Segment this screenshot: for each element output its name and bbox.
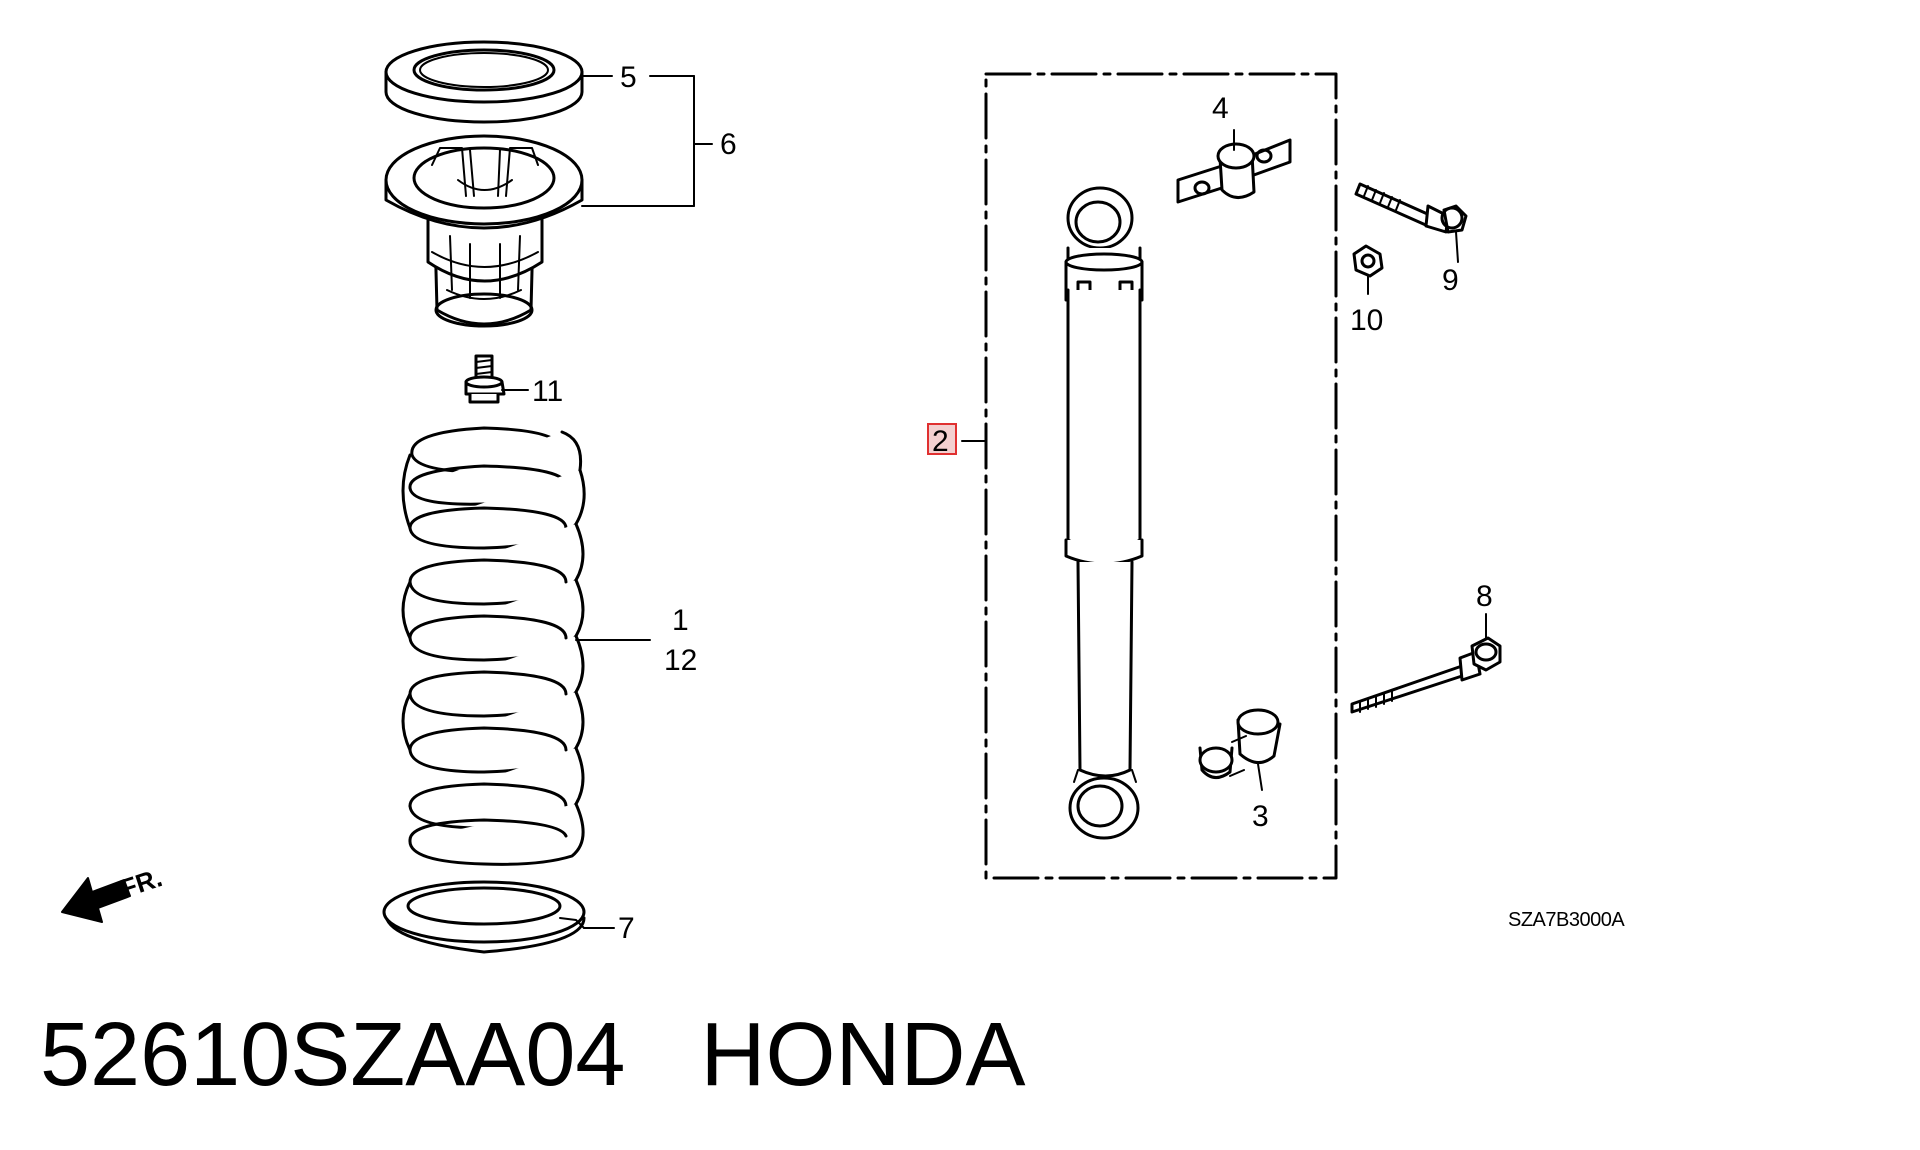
bolt-part-8 <box>1350 613 1502 714</box>
diagram-code: SZA7B3000A <box>1508 909 1625 931</box>
front-direction-label: FR. <box>117 862 166 903</box>
callout-8: 8 <box>1476 580 1493 613</box>
highlight-box-part-2 <box>927 423 957 455</box>
callout-9: 9 <box>1442 264 1459 297</box>
spring-seat-part-7 <box>382 880 586 954</box>
leader-lines-left <box>501 75 713 929</box>
shock-absorber-group-box <box>984 72 1338 880</box>
coil-spring-part-1-12 <box>401 426 586 866</box>
part-number: 52610SZAA04 <box>40 1005 626 1105</box>
lower-bushing-part-3 <box>1198 708 1282 791</box>
callout-4: 4 <box>1212 92 1229 125</box>
shock-absorber-part-2 <box>1064 186 1144 840</box>
callout-11: 11 <box>532 375 563 408</box>
brand-name: HONDA <box>700 1005 1026 1105</box>
bolt-part-11 <box>464 354 506 404</box>
callout-3: 3 <box>1252 800 1269 833</box>
callout-5: 5 <box>620 61 637 94</box>
callout-10: 10 <box>1350 304 1383 337</box>
upper-bushing-part-4 <box>1176 138 1292 204</box>
callout-12: 12 <box>664 644 697 677</box>
front-direction-arrow-icon <box>61 877 131 923</box>
seal-ring-part-5 <box>384 40 584 124</box>
callout-2: 2 <box>932 425 949 458</box>
nut-part-10 <box>1352 244 1384 295</box>
callout-6: 6 <box>720 128 737 161</box>
spring-mount-part-6 <box>384 134 584 328</box>
callout-7: 7 <box>618 912 635 945</box>
bolt-part-9 <box>1354 182 1468 263</box>
callout-1: 1 <box>672 604 689 637</box>
